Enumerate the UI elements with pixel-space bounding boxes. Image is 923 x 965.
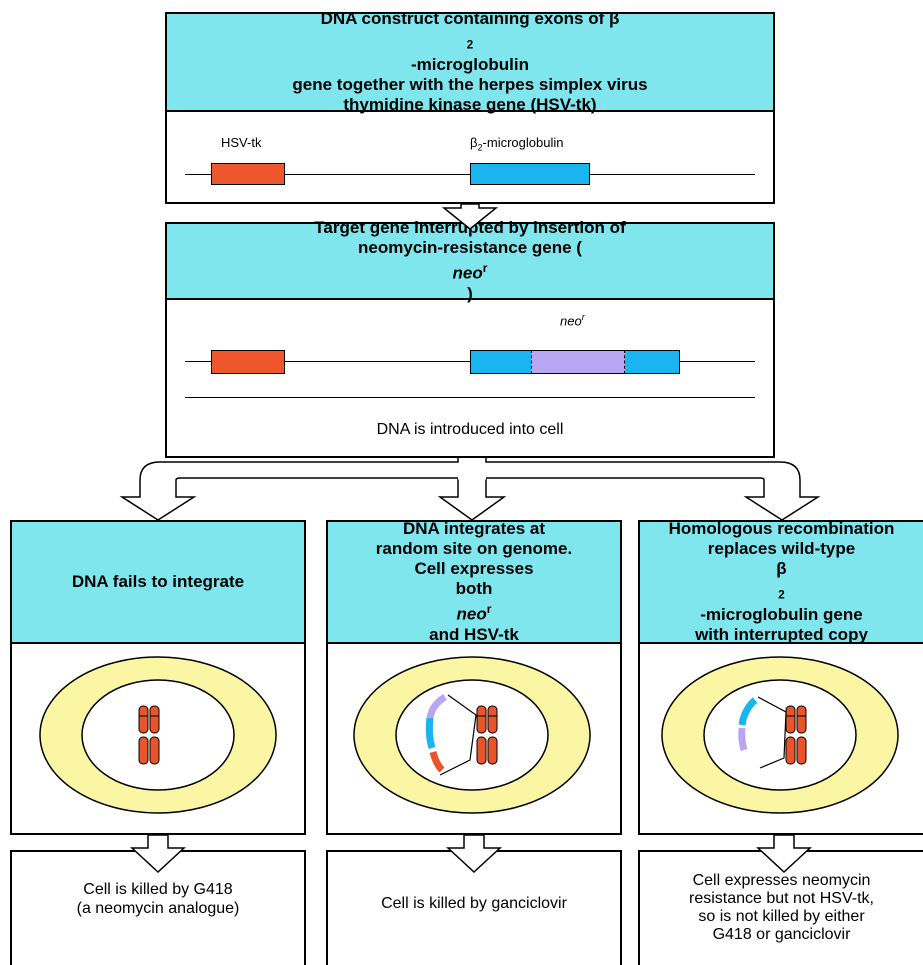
- hsv-tk-label: HSV-tk: [221, 135, 262, 150]
- neo-insert: [531, 350, 625, 374]
- chromosomes: [785, 705, 807, 765]
- hsv-tk-gene: [211, 350, 285, 374]
- cell-2: [353, 656, 591, 814]
- neo-label: neor: [560, 312, 585, 329]
- flow-arrow-1: [441, 203, 499, 230]
- separator-line: [185, 397, 755, 398]
- column-fail-header: DNA fails to integrate: [12, 522, 304, 644]
- column-random-header: DNA integrates at random site on genome.…: [328, 519, 620, 644]
- b2m-label: β2-microglobulin: [470, 135, 564, 153]
- cell-1: [39, 656, 277, 814]
- b2m-gene: [470, 163, 590, 185]
- hsv-tk-gene: [211, 163, 285, 185]
- chromosomes: [476, 705, 498, 765]
- introduced-caption: DNA is introduced into cell: [376, 421, 564, 438]
- target-header: Target gene interrupted by insertion of …: [167, 218, 773, 303]
- result-arrows: [130, 834, 812, 874]
- target-box: Target gene interrupted by insertion of …: [165, 218, 775, 458]
- integrated-construct: [425, 694, 477, 776]
- chromosomes: [138, 705, 160, 765]
- recombined-construct: [738, 696, 787, 769]
- cell-3: [661, 656, 899, 814]
- branch-arrows: [119, 458, 821, 521]
- column-homologous-header: Homologous recombination replaces wild-t…: [640, 519, 923, 644]
